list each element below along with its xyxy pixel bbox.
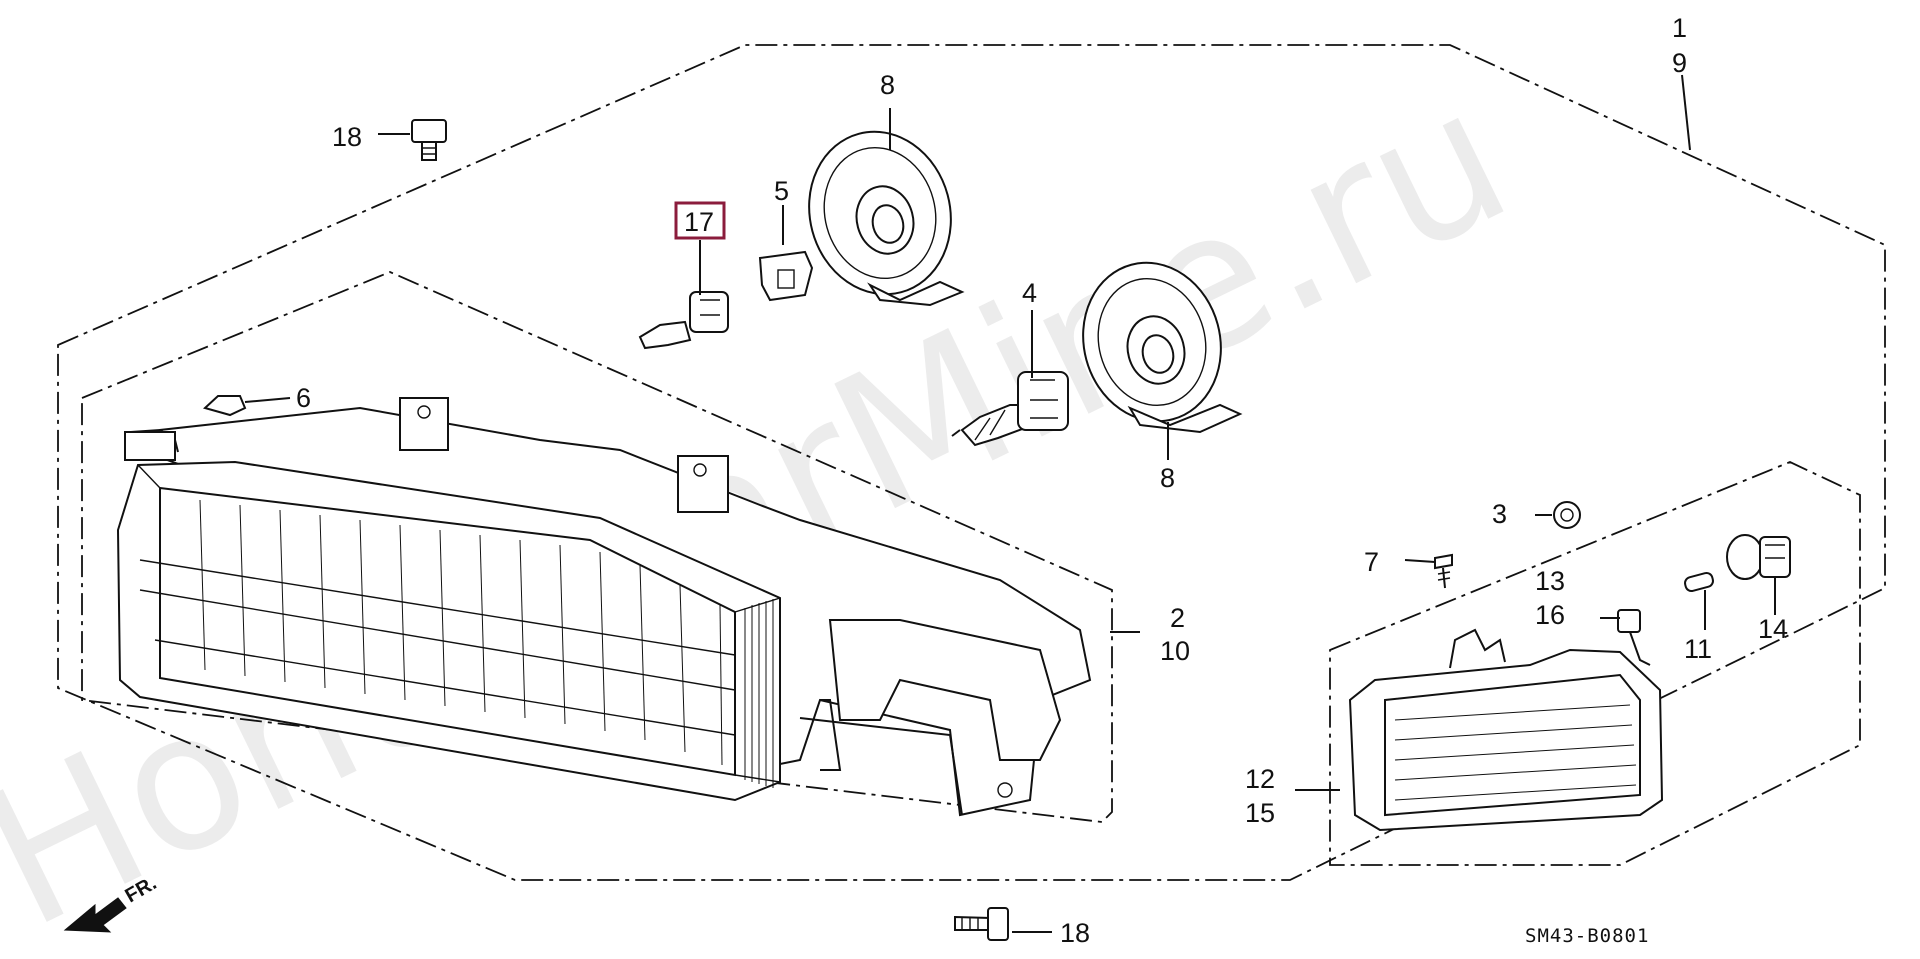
wedge-bulb-11 <box>1684 571 1714 593</box>
callout-10: 10 <box>1160 636 1190 666</box>
callout-3: 3 <box>1492 499 1507 529</box>
callout-5: 5 <box>774 176 789 206</box>
bracket-hole <box>997 782 1013 798</box>
diagram-code: SM43-B0801 <box>1525 925 1649 947</box>
callout-16: 16 <box>1535 600 1565 630</box>
headlight-lens-inner <box>159 486 736 777</box>
lens-band <box>139 589 736 691</box>
callout-8-bottom: 8 <box>1160 463 1175 493</box>
callout-17: 17 <box>684 207 714 237</box>
lens-end-hatching <box>744 599 774 788</box>
side-marker-wire <box>1449 628 1506 669</box>
mounting-tab-center <box>399 397 449 451</box>
lens-edge <box>137 464 161 489</box>
tab-clip-6 <box>203 395 247 417</box>
headlight-unit <box>116 397 1092 817</box>
lens-band <box>154 639 736 736</box>
lens-band <box>139 559 736 656</box>
halogen-bulb-4 <box>951 371 1069 447</box>
bolt-18-bottom <box>954 907 1009 941</box>
clip-3 <box>1553 501 1581 529</box>
callout-18-bottom: 18 <box>1060 918 1090 948</box>
bracket-foot <box>820 699 842 771</box>
callout-18-top: 18 <box>332 122 362 152</box>
callout-15: 15 <box>1245 798 1275 828</box>
mounting-tab-left-block <box>124 431 176 461</box>
callout-4: 4 <box>1022 278 1037 308</box>
bolt-18-top <box>411 119 447 161</box>
side-marker-ribbing <box>1394 704 1637 801</box>
callout-12: 12 <box>1245 764 1275 794</box>
callout-11: 11 <box>1684 634 1712 664</box>
small-bulb-17 <box>638 291 729 350</box>
headlight-bracket <box>828 619 1062 761</box>
front-arrow-icon <box>63 897 127 933</box>
bracket-leg <box>799 717 963 816</box>
callout-14: 14 <box>1758 614 1788 644</box>
bulb-socket-seal-top <box>808 130 965 307</box>
callout-8-top: 8 <box>880 70 895 100</box>
callout-13: 13 <box>1535 566 1565 596</box>
screw-7 <box>1434 553 1453 589</box>
headlight-housing-boundary <box>81 271 1113 823</box>
socket-connector-5 <box>758 250 814 302</box>
lens-ribbing <box>199 499 723 766</box>
tab-hole <box>417 405 431 419</box>
callout-9: 9 <box>1672 48 1687 78</box>
side-marker-lamp <box>1348 628 1664 832</box>
callout-2: 2 <box>1170 603 1185 633</box>
headlight-assembly-boundary <box>57 44 1886 881</box>
leader-lines <box>244 74 1776 933</box>
bulb-socket-seal-bottom <box>1082 261 1243 434</box>
callout-1: 1 <box>1672 13 1687 43</box>
socket-14 <box>1726 534 1791 580</box>
side-marker-inner <box>1384 673 1641 817</box>
callout-6: 6 <box>296 383 311 413</box>
socket-16 <box>1617 609 1651 666</box>
callout-7: 7 <box>1364 547 1379 577</box>
callout-17-highlight-box <box>674 201 726 240</box>
tab-hole <box>693 463 707 477</box>
side-marker-boundary <box>1329 461 1861 866</box>
